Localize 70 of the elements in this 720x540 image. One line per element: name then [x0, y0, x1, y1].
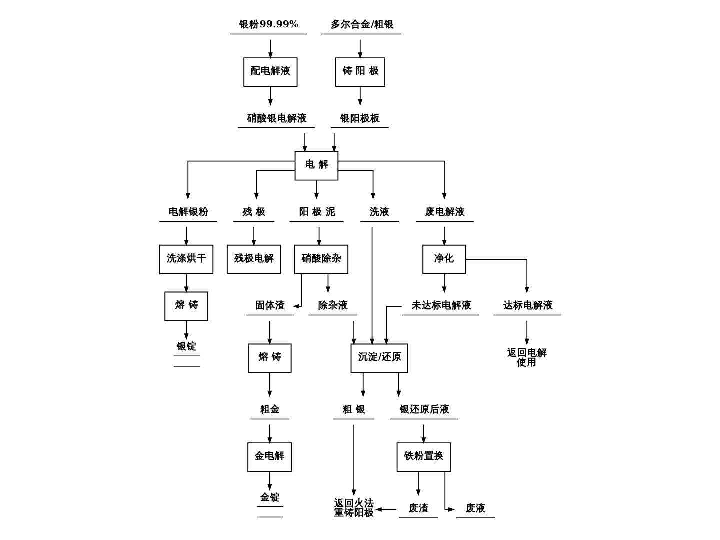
node-box: 沉淀/还原 [350, 344, 408, 374]
arrow [326, 274, 331, 294]
node-box: 铁粉置换 [396, 442, 451, 472]
node-box: 硝酸除杂 [294, 244, 349, 274]
node-text: 废电解液 [425, 206, 466, 218]
arrow [184, 320, 189, 340]
node-text: 阳 极 泥 [299, 206, 336, 218]
arrow [358, 86, 363, 106]
arrow [338, 170, 376, 200]
arrow [268, 372, 272, 398]
arrow [292, 274, 302, 309]
node-text: 返回火法重铸阳极 [334, 498, 375, 520]
arrow [314, 180, 320, 200]
node-text: 废液 [466, 503, 486, 514]
node-box: 电 解 [294, 151, 339, 181]
node-text: 硝酸银电解液 [248, 113, 308, 124]
arrow [384, 306, 402, 346]
arrow [184, 274, 189, 294]
arrow [302, 133, 308, 153]
node-box: 残极电解 [226, 244, 282, 274]
arrow [444, 471, 456, 512]
node-text: 残 极 [242, 206, 266, 218]
arrow [524, 320, 530, 346]
node-text: 多尔合金/粗银 [331, 20, 395, 31]
arrow [317, 226, 322, 246]
node-text: 银粉99.99% [240, 20, 299, 31]
arrow [268, 39, 273, 60]
arrow [268, 471, 272, 491]
node-text: 金锭 [260, 492, 280, 504]
arrow [466, 259, 530, 294]
arrow [254, 170, 296, 200]
node-text: 废渣 [408, 503, 429, 514]
arrow [361, 372, 366, 398]
arrow [186, 160, 296, 200]
node-box: 熔 铸 [248, 344, 292, 374]
node-box: 熔 铸 [164, 292, 208, 322]
arrow [184, 226, 189, 246]
arrow [252, 226, 256, 246]
arrow [268, 86, 273, 106]
arrow [338, 160, 447, 200]
node-text: 银阳极板 [340, 113, 381, 124]
node-text: 粗金 [260, 404, 280, 416]
node-text: 粗 银 [342, 404, 366, 416]
arrow [370, 226, 375, 346]
node-box: 净化 [422, 244, 466, 274]
node-text: 电解银粉 [169, 206, 210, 218]
arrow [422, 424, 426, 444]
arrow [442, 226, 447, 246]
node-text: 除杂液 [318, 300, 348, 312]
node-box: 铸 阳 极 [335, 58, 386, 88]
node-box: 金电解 [248, 442, 292, 472]
node-box: 洗涤烘干 [160, 244, 214, 274]
arrow [332, 133, 337, 153]
arrow [268, 424, 272, 444]
arrow [268, 320, 272, 346]
arrow [375, 507, 398, 512]
node-text: 未达标电解液 [412, 300, 472, 312]
node-box: 配电解液 [244, 58, 298, 88]
node-text: 银还原后液 [400, 404, 450, 416]
arrow [416, 471, 421, 496]
arrow [396, 372, 402, 398]
node-text: 返回电解使用 [508, 348, 548, 368]
node-text: 洗液 [370, 206, 390, 218]
arrow [442, 274, 447, 294]
node-text: 固体渣 [256, 300, 286, 312]
node-text: 银锭 [177, 341, 198, 352]
arrow [358, 39, 363, 60]
arrow [352, 424, 356, 496]
arrow [352, 320, 356, 346]
node-text: 达标电解液 [503, 300, 554, 312]
